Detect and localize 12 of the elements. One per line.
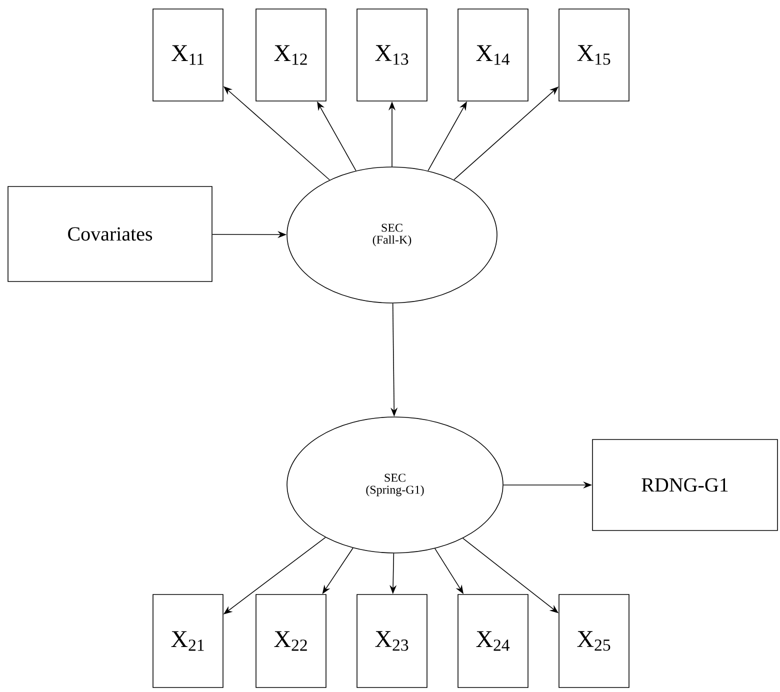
indicator-box: X$_{23}$ xyxy=(356,594,428,688)
indicator-box: X$_{25}$ xyxy=(558,594,630,688)
indicator-box: X$_{15}$ xyxy=(558,8,630,102)
covariates-box: Covariates xyxy=(8,186,212,282)
indicator-box: X$_{24}$ xyxy=(458,594,528,688)
indicator-box: X$_{11}$ xyxy=(152,8,224,102)
indicator-box: X$_{21}$ xyxy=(152,594,224,688)
outcome-box: RDNG-G1 xyxy=(592,439,778,531)
indicator-box: X$_{12}$ xyxy=(256,8,326,102)
indicator-box: X$_{14}$ xyxy=(458,8,528,102)
indicator-box: X$_{22}$ xyxy=(256,594,326,688)
indicator-box: X$_{13}$ xyxy=(356,8,428,102)
